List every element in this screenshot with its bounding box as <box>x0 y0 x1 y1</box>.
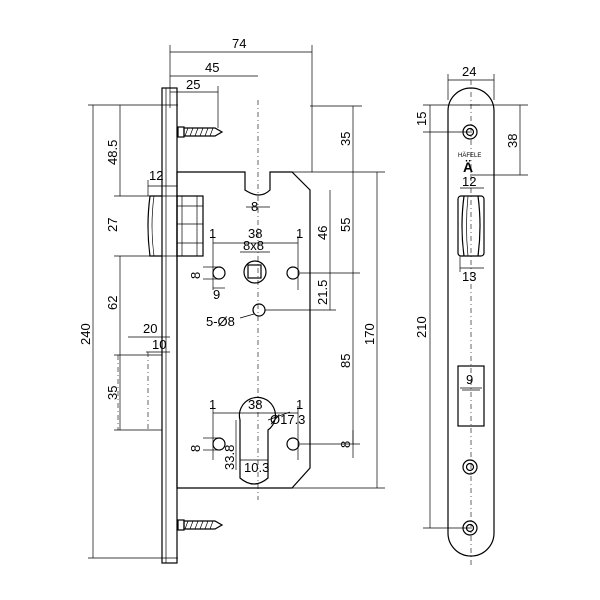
dim-8x8: 8x8 <box>243 238 264 253</box>
dim-8b: 8 <box>188 272 203 279</box>
dim-38b: 38 <box>248 397 262 412</box>
follower-square-hole <box>243 260 267 284</box>
dim-8-right: 8 <box>338 441 353 448</box>
dim-5-d8: 5-Ø8 <box>206 314 235 329</box>
dim-9a: 9 <box>213 287 220 302</box>
logo-mark: Ä <box>463 159 473 175</box>
dim-1a: 1 <box>209 226 216 241</box>
dim-24: 24 <box>462 64 476 79</box>
fixing-hole <box>212 266 226 280</box>
dim-1d: 1 <box>296 397 303 412</box>
dim-74: 74 <box>232 36 246 51</box>
dim-170: 170 <box>362 323 377 345</box>
fixing-hole <box>286 266 300 280</box>
dim-9-plate: 9 <box>466 372 473 387</box>
dimension-labels: 74 45 25 48.5 12 27 62 240 20 10 35 8 1 … <box>78 36 377 475</box>
hafele-logo: HÄFELE Ä <box>458 152 481 175</box>
dim-21-5: 21.5 <box>315 280 330 305</box>
latch-bolt <box>147 195 204 257</box>
dim-12-plate: 12 <box>462 174 476 189</box>
dim-85: 85 <box>338 354 353 368</box>
dim-20: 20 <box>143 321 157 336</box>
logo-brand-text: HÄFELE <box>458 152 481 159</box>
lock-side-view <box>88 87 311 564</box>
dim-45: 45 <box>205 60 219 75</box>
fixing-hole <box>252 303 266 317</box>
latch-opening <box>457 195 485 257</box>
dim-33-8: 33.8 <box>222 445 237 470</box>
dim-35-left: 35 <box>105 386 120 400</box>
dim-48-5: 48.5 <box>105 140 120 165</box>
dim-10-3: 10.3 <box>244 460 269 475</box>
dim-1c: 1 <box>209 397 216 412</box>
bolt-opening <box>457 365 485 427</box>
dimension-lines <box>92 45 385 558</box>
dim-15: 15 <box>414 112 429 126</box>
dim-25: 25 <box>186 77 200 92</box>
dim-38a: 38 <box>248 226 262 241</box>
dim-13: 13 <box>462 269 476 284</box>
dim-240: 240 <box>78 323 93 345</box>
faceplate-front-view: HÄFELE Ä <box>423 74 528 565</box>
dim-55: 55 <box>338 218 353 232</box>
dim-62: 62 <box>105 296 120 310</box>
dim-8-top: 8 <box>251 199 258 214</box>
plate-dimension-labels: 24 15 38 12 13 210 9 <box>414 64 520 387</box>
dim-38-plate: 38 <box>505 134 520 148</box>
dim-1b: 1 <box>296 226 303 241</box>
dim-46: 46 <box>315 226 330 240</box>
screw-top-icon <box>177 126 224 138</box>
dim-10: 10 <box>152 337 166 352</box>
dim-35-right: 35 <box>338 132 353 146</box>
faceplate <box>161 87 178 564</box>
cylinder-cutout <box>238 396 277 485</box>
dim-8c: 8 <box>188 445 203 452</box>
dim-12: 12 <box>149 168 163 183</box>
dim-210: 210 <box>414 316 429 338</box>
dim-d17-3: Ø17.3 <box>270 412 305 427</box>
dim-27: 27 <box>105 218 120 232</box>
screw-hole-middle-icon <box>462 459 478 475</box>
lock-case <box>176 171 311 489</box>
fixing-hole <box>286 437 300 451</box>
screw-bottom-icon <box>177 519 224 531</box>
